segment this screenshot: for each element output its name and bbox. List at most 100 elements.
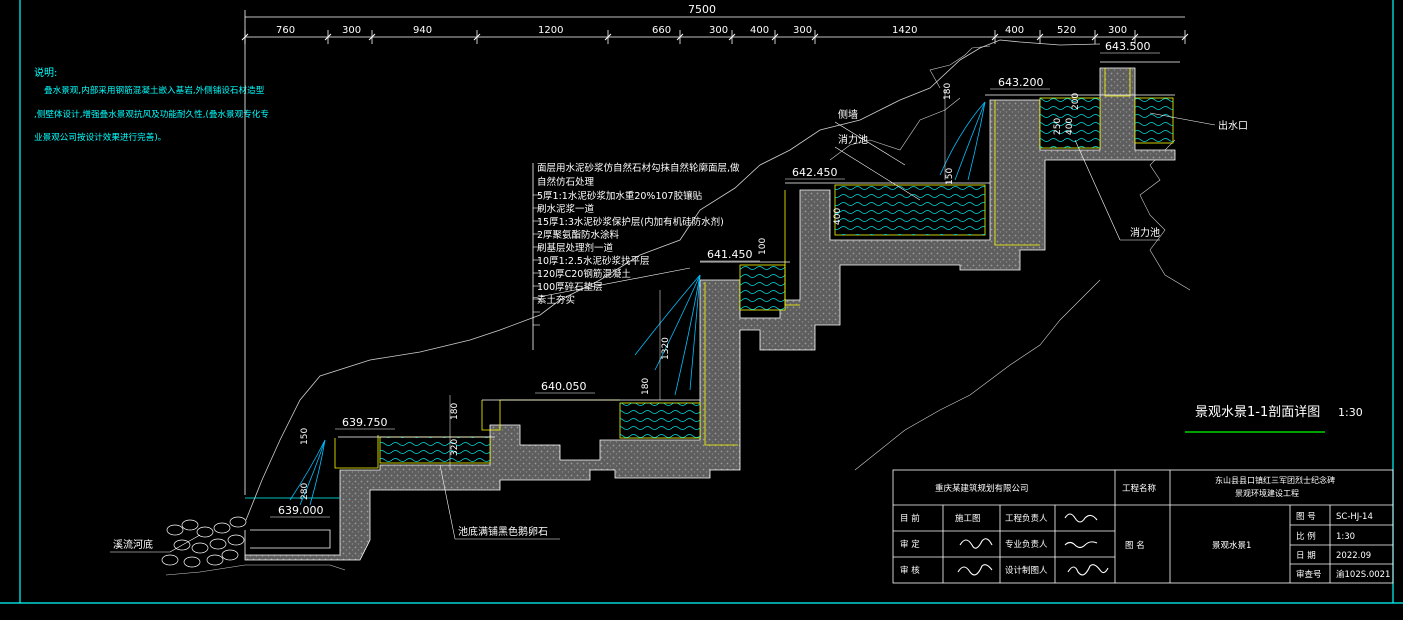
pebble (173, 539, 191, 551)
pebble (161, 554, 179, 566)
pebble (227, 534, 245, 546)
pebble (166, 524, 184, 536)
layer-10: 素土夯实 (537, 294, 575, 306)
label-stream-bed: 溪流河底 (113, 538, 153, 551)
title-block-text: 重庆某建筑规划有限公司 工程名称 东山县县口镇红三军团烈士纪念碑 景观环境建设工… (900, 475, 1390, 580)
sdim-12: 280 (300, 483, 310, 500)
layer-1b: 自然仿石处理 (537, 176, 595, 188)
tb-project-label: 工程名称 (1122, 483, 1157, 494)
layer-callout (532, 163, 691, 350)
layer-5: 2厚聚氨酯防水涂料 (537, 229, 620, 241)
dim-940: 940 (413, 25, 432, 36)
sdim-8: 1320 (661, 337, 671, 360)
dim-300-a: 300 (342, 25, 361, 36)
dim-tick-slash (676, 33, 684, 41)
dim-660: 660 (652, 25, 671, 36)
dim-760: 760 (276, 25, 295, 36)
layer-2: 5厚1:1水泥砂浆加水重20%107胶镶贴 (537, 190, 703, 202)
dim-300-b: 300 (709, 25, 728, 36)
elev-642-450: 642.450 (792, 166, 838, 179)
elevation-markers: 643.500 643.200 642.450 641.450 640.050 … (270, 40, 1160, 518)
label-outlet: 出水口 (1218, 119, 1248, 132)
signatures (957, 513, 1109, 576)
tb-row2-role2: 专业负责人 (1005, 539, 1048, 550)
layer-1: 面层用水泥砂浆仿自然石材勾抹自然轮廓面层,做 (537, 162, 740, 174)
pebble (183, 556, 201, 568)
label-energy-pool-right: 消力池 (1130, 226, 1160, 239)
dim-1420: 1420 (892, 25, 917, 36)
sdim-9: 180 (641, 378, 651, 395)
sdim-1: 180 (943, 83, 953, 100)
tb-field-4-v: 渝102S.0021 (1336, 569, 1390, 580)
sdim-2: 250 (1053, 118, 1063, 135)
layer-9: 100厚碎石垫层 (537, 281, 603, 293)
small-dimensions: 180 250 400 200 150 100 400 1320 180 180… (300, 83, 1081, 500)
layer-8: 120厚C20钢筋混凝土 (537, 268, 631, 280)
tb-drawing-name-label: 图 名 (1125, 540, 1145, 551)
tb-row3-role: 审 核 (900, 565, 920, 576)
dim-tick-slash (811, 33, 819, 41)
tb-field-3-k: 日 期 (1296, 551, 1316, 561)
dim-300-d: 300 (1108, 25, 1127, 36)
stream-pebbles (161, 516, 247, 568)
pebble (213, 522, 231, 534)
label-energy-pool-upper: 消力池 (838, 133, 868, 146)
drawing-title: 景观水景1-1剖面详图 1:30 (1185, 405, 1363, 433)
tb-company: 重庆某建筑规划有限公司 (935, 483, 1029, 494)
dim-tick-slash (728, 33, 736, 41)
dim-tick-slash (368, 33, 376, 41)
dim-tick-slash (604, 33, 612, 41)
label-side-wall: 侧墙 (838, 108, 858, 121)
layer-3: 刷水泥浆一道 (537, 203, 595, 215)
notes-heading: 说明: (34, 66, 57, 79)
pebble (196, 526, 214, 538)
concrete-structure (244, 67, 1176, 561)
tb-row2-role: 审 定 (900, 539, 920, 550)
dim-400-a: 400 (750, 25, 769, 36)
tb-field-2-v: 1:30 (1336, 532, 1355, 542)
drawing-title-text: 景观水景1-1剖面详图 (1195, 405, 1320, 420)
sdim-3: 400 (1065, 118, 1075, 135)
tb-field-4-k: 审查号 (1296, 569, 1322, 580)
tb-field-3-v: 2022.09 (1336, 551, 1371, 561)
notes-line-1: 叠水景观,内部采用钢筋混凝土嵌入基岩,外侧铺设石材造型 (44, 84, 265, 96)
dim-300-c: 300 (793, 25, 812, 36)
water-cascades (289, 101, 986, 506)
dim-tick-slash (1091, 33, 1099, 41)
layer-6: 刷基层处理剂一道 (537, 242, 614, 254)
dim-tick-slash (1131, 33, 1139, 41)
callout-labels: 侧墙 消力池 出水口 消力池 溪流河底 池底满铺黑色鹅卵石 (110, 108, 1248, 553)
sdim-4: 200 (1071, 93, 1081, 110)
sdim-6: 100 (758, 238, 768, 255)
dim-total: 7500 (688, 3, 716, 16)
dim-tick-slash (1036, 33, 1044, 41)
pebble (221, 549, 239, 561)
tb-drawing-name: 景观水景1 (1212, 540, 1251, 551)
terrain-outline (165, 39, 1191, 576)
pebble (229, 516, 247, 528)
dim-400-b: 400 (1005, 25, 1024, 36)
tb-field-1-v: SC-HJ-14 (1336, 512, 1373, 522)
title-block (892, 469, 1394, 584)
tb-row3-role2: 设计制图人 (1005, 565, 1048, 576)
dim-tick-slash (324, 33, 332, 41)
pebble (191, 542, 209, 554)
dim-tick-slash (1181, 33, 1189, 41)
elev-641-450: 641.450 (707, 248, 753, 261)
sdim-11: 320 (450, 439, 460, 456)
tb-field-1-k: 图 号 (1296, 512, 1316, 522)
water-surfaces (245, 61, 1180, 499)
elev-640-050: 640.050 (541, 380, 587, 393)
pebble (181, 519, 199, 531)
tb-project-line2: 景观环境建设工程 (1235, 488, 1299, 498)
sdim-13: 150 (300, 428, 310, 445)
sdim-10: 180 (450, 403, 460, 420)
pebble (206, 554, 224, 566)
tb-row1-name: 施工图 (955, 513, 981, 524)
layer-texts: 面层用水泥砂浆仿自然石材勾抹自然轮廓面层,做 自然仿石处理 5厚1:1水泥砂浆加… (537, 162, 740, 306)
dim-520: 520 (1057, 25, 1076, 36)
label-pebbles: 池底满铺黑色鹅卵石 (458, 525, 548, 538)
design-notes: 说明: 叠水景观,内部采用钢筋混凝土嵌入基岩,外侧铺设石材造型 ,侧壁体设计,增… (34, 66, 269, 143)
layer-4: 15厚1:3水泥砂浆保护层(内加有机硅防水剂) (537, 216, 724, 228)
